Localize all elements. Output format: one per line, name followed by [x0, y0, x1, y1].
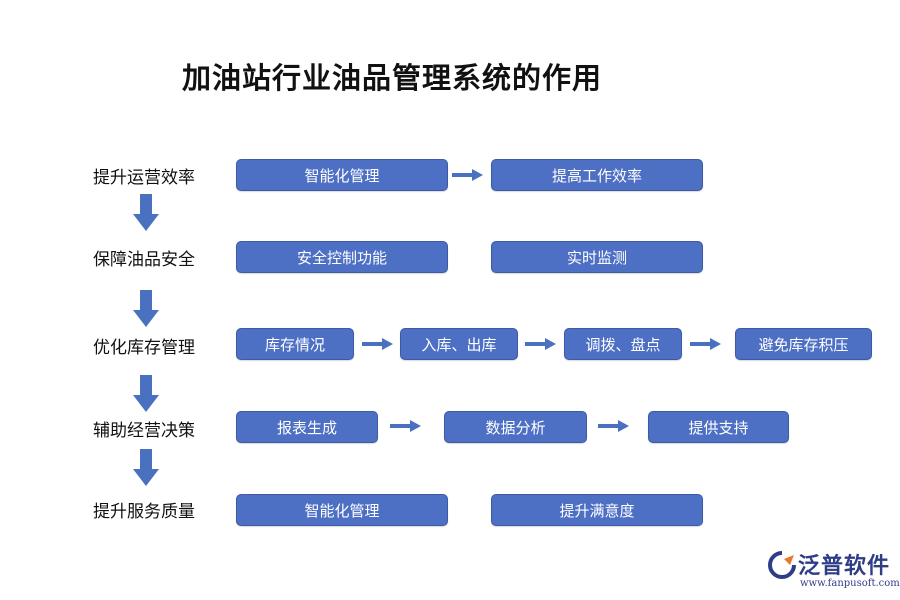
box-r3-3: 调拨、盘点: [564, 328, 682, 360]
arrow-right-icon: [525, 338, 556, 350]
arrow-right-icon: [690, 338, 721, 350]
box-r5-2: 提升满意度: [491, 494, 703, 526]
arrow-right-icon: [390, 420, 421, 432]
row-label-3: 优化库存管理: [93, 338, 195, 358]
box-r2-2: 实时监测: [491, 241, 703, 273]
arrow-down-icon: [133, 290, 159, 327]
box-r4-2: 数据分析: [444, 411, 587, 443]
arrow-down-icon: [133, 375, 159, 412]
box-r2-1: 安全控制功能: [236, 241, 448, 273]
arrow-right-icon: [452, 169, 483, 181]
arrow-down-icon: [133, 194, 159, 231]
brand-url: www.fanpusoft.com: [800, 578, 900, 589]
box-r3-4: 避免库存积压: [735, 328, 872, 360]
brand-mark-icon: [768, 551, 796, 579]
diagram-title: 加油站行业油品管理系统的作用: [182, 61, 603, 95]
arrow-right-icon: [362, 338, 393, 350]
arrow-down-icon: [133, 449, 159, 486]
row-label-4: 辅助经营决策: [93, 421, 195, 441]
row-label-2: 保障油品安全: [93, 250, 195, 270]
arrow-right-icon: [598, 420, 629, 432]
box-r4-1: 报表生成: [236, 411, 378, 443]
box-r5-1: 智能化管理: [236, 494, 448, 526]
box-r1-1: 智能化管理: [236, 159, 448, 191]
box-r1-2: 提高工作效率: [491, 159, 703, 191]
brand-logo: 泛普软件 www.fanpusoft.com: [768, 548, 900, 598]
box-r3-2: 入库、出库: [400, 328, 518, 360]
row-label-5: 提升服务质量: [93, 502, 195, 522]
brand-name: 泛普软件: [798, 554, 891, 579]
box-r3-1: 库存情况: [236, 328, 354, 360]
box-r4-3: 提供支持: [648, 411, 789, 443]
row-label-1: 提升运营效率: [93, 168, 195, 188]
